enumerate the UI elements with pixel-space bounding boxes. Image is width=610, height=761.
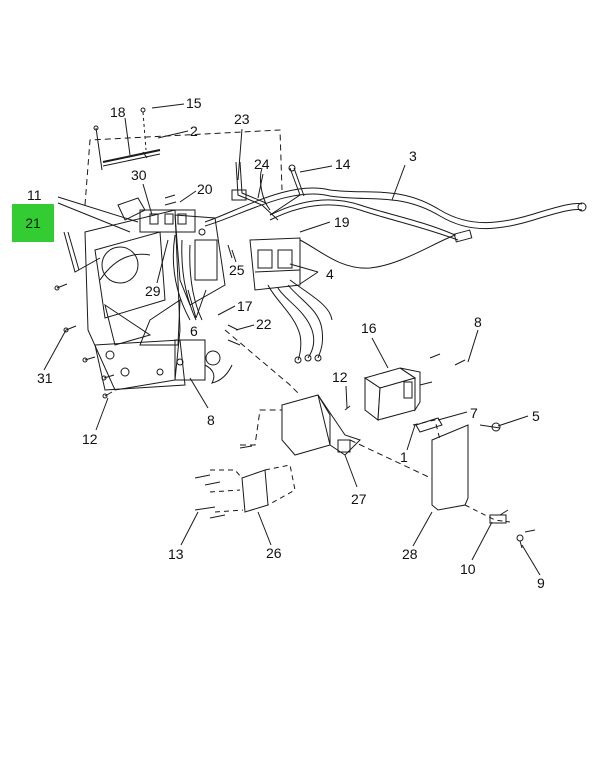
callout-28[interactable]: 28 bbox=[402, 546, 418, 562]
top-bracket-assembly bbox=[84, 107, 283, 206]
relay-bracket bbox=[117, 197, 226, 306]
callout-12-lower[interactable]: 12 bbox=[82, 431, 98, 447]
mounting-plate bbox=[84, 209, 233, 391]
cable-21 bbox=[63, 231, 101, 273]
highlighted-callout[interactable]: 21 bbox=[12, 204, 54, 242]
callout-7[interactable]: 7 bbox=[470, 405, 478, 421]
callout-22[interactable]: 22 bbox=[256, 316, 272, 332]
callout-3[interactable]: 3 bbox=[409, 148, 417, 164]
callout-11[interactable]: 11 bbox=[27, 187, 42, 203]
small-hardware bbox=[479, 422, 524, 549]
callout-10[interactable]: 10 bbox=[460, 561, 476, 577]
bracket-27 bbox=[224, 329, 436, 481]
callout-14[interactable]: 14 bbox=[335, 156, 351, 172]
callout-9[interactable]: 9 bbox=[537, 575, 545, 591]
callout-12-upper[interactable]: 12 bbox=[332, 369, 348, 385]
callout-29[interactable]: 29 bbox=[145, 283, 161, 299]
callout-20[interactable]: 20 bbox=[197, 181, 213, 197]
callout-19[interactable]: 19 bbox=[334, 214, 350, 230]
callout-4[interactable]: 4 bbox=[326, 266, 334, 282]
connector-block bbox=[249, 237, 333, 364]
callout-27[interactable]: 27 bbox=[351, 491, 367, 507]
callout-23[interactable]: 23 bbox=[234, 111, 250, 127]
upper-harnesses bbox=[231, 161, 305, 221]
callout-16[interactable]: 16 bbox=[361, 320, 377, 336]
callout-1[interactable]: 1 bbox=[400, 449, 408, 465]
callout-24[interactable]: 24 bbox=[254, 156, 270, 172]
module-16 bbox=[363, 367, 421, 421]
callout-8-right[interactable]: 8 bbox=[474, 314, 482, 330]
callout-15[interactable]: 15 bbox=[186, 95, 202, 111]
bolts bbox=[54, 194, 536, 533]
callout-25[interactable]: 25 bbox=[229, 262, 245, 278]
leader-lines bbox=[43, 103, 541, 576]
callout-26[interactable]: 26 bbox=[266, 545, 282, 561]
callout-13[interactable]: 13 bbox=[168, 546, 184, 562]
jumper-wires bbox=[172, 234, 203, 321]
bracket-26 bbox=[209, 464, 296, 513]
bracket-28 bbox=[412, 417, 511, 523]
callout-8-left[interactable]: 8 bbox=[207, 412, 215, 428]
callout-2[interactable]: 2 bbox=[190, 123, 198, 139]
callout-31[interactable]: 31 bbox=[37, 370, 53, 386]
callout-18[interactable]: 18 bbox=[110, 104, 126, 120]
main-harness bbox=[204, 187, 587, 269]
callout-17[interactable]: 17 bbox=[237, 298, 253, 314]
callout-5[interactable]: 5 bbox=[532, 408, 540, 424]
highlighted-callout-label: 21 bbox=[25, 215, 41, 231]
callout-30[interactable]: 30 bbox=[131, 167, 147, 183]
callout-6[interactable]: 6 bbox=[190, 323, 198, 339]
